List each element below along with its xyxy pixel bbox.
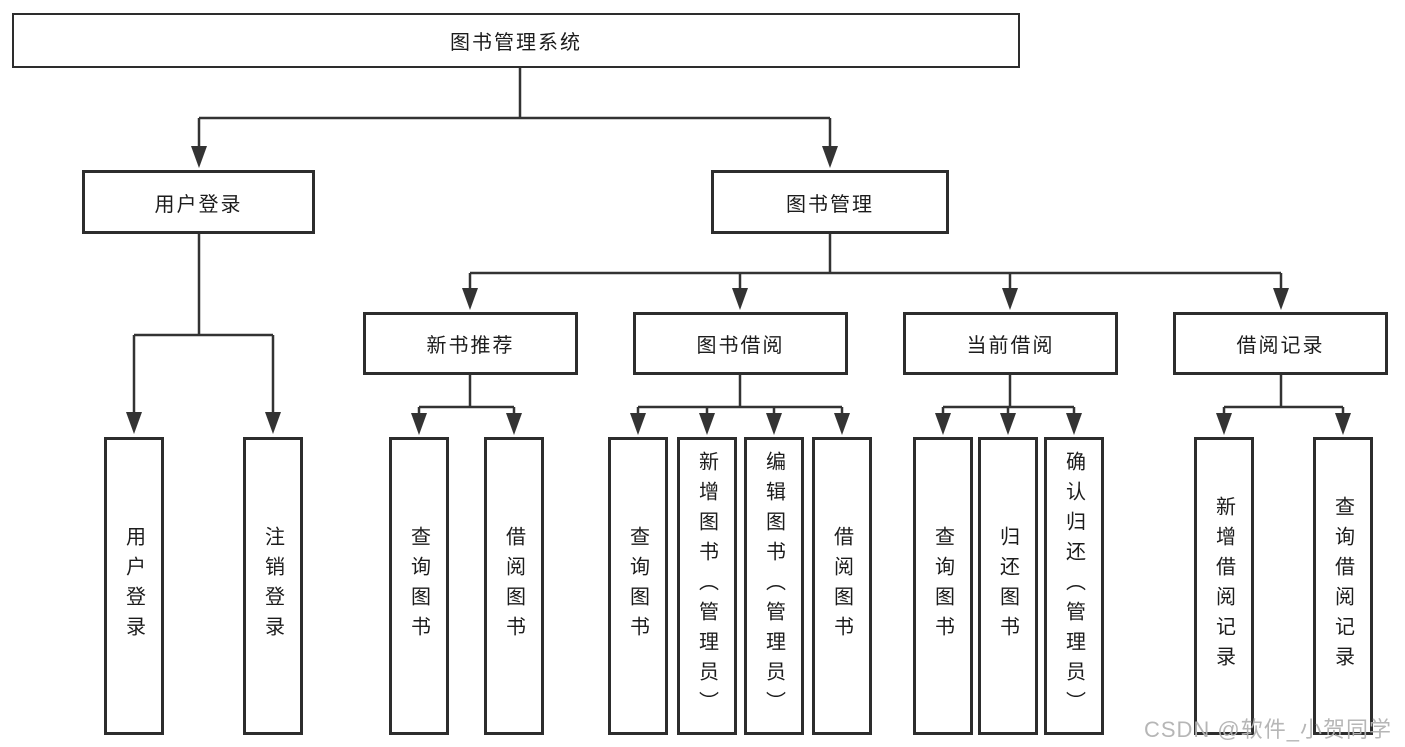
- leaf-label: 编辑图书（管理员）: [762, 451, 785, 721]
- node-root-system: 图书管理系统: [12, 13, 1020, 68]
- node-borrowing-records: 借阅记录: [1173, 312, 1388, 375]
- leaf-label: 归还图书: [996, 526, 1019, 646]
- leaf-borrowing-add-book-admin: 新增图书（管理员）: [677, 437, 737, 735]
- leaf-newbook-query-book: 查询图书: [389, 437, 449, 735]
- leaf-label: 查询图书: [931, 526, 954, 646]
- arrowhead-icon: [1335, 413, 1351, 435]
- arrowhead-icon: [766, 413, 782, 435]
- arrowhead-icon: [191, 146, 207, 168]
- leaf-label: 新增借阅记录: [1212, 496, 1235, 676]
- leaf-user-login: 用户登录: [104, 437, 164, 735]
- leaf-borrowing-edit-book-admin: 编辑图书（管理员）: [744, 437, 804, 735]
- arrowhead-icon: [732, 288, 748, 310]
- arrowhead-icon: [1273, 288, 1289, 310]
- leaf-borrowing-borrow-book: 借阅图书: [812, 437, 872, 735]
- leaf-current-query-book: 查询图书: [913, 437, 973, 735]
- leaf-logout: 注销登录: [243, 437, 303, 735]
- arrowhead-icon: [822, 146, 838, 168]
- leaf-label: 借阅图书: [830, 526, 853, 646]
- connector-userlogin-to-leaves: [132, 234, 275, 414]
- leaf-label: 注销登录: [261, 526, 284, 646]
- arrowhead-icon: [265, 412, 281, 434]
- node-book-borrowing: 图书借阅: [633, 312, 848, 375]
- arrowhead-icon: [411, 413, 427, 435]
- leaf-label: 确认归还（管理员）: [1062, 451, 1085, 721]
- leaf-label: 新增图书（管理员）: [695, 451, 718, 721]
- leaf-borrowing-query-book: 查询图书: [608, 437, 668, 735]
- arrowhead-icon: [834, 413, 850, 435]
- node-current-borrowing: 当前借阅: [903, 312, 1118, 375]
- connector-newbook-to-leaves: [417, 375, 516, 416]
- arrowhead-icon: [630, 413, 646, 435]
- leaf-newbook-borrow-book: 借阅图书: [484, 437, 544, 735]
- leaf-records-query-record: 查询借阅记录: [1313, 437, 1373, 735]
- arrowhead-icon: [462, 288, 478, 310]
- connector-root-to-level2: [197, 68, 832, 150]
- csdn-watermark: CSDN @软件_小贺同学: [1143, 717, 1392, 742]
- arrowhead-icon: [1066, 413, 1082, 435]
- arrowhead-icon: [1002, 288, 1018, 310]
- connector-borrowing-to-leaves: [636, 375, 844, 416]
- leaf-records-add-record: 新增借阅记录: [1194, 437, 1254, 735]
- leaf-label: 查询借阅记录: [1331, 496, 1354, 676]
- arrowhead-icon: [506, 413, 522, 435]
- node-user-login: 用户登录: [82, 170, 315, 234]
- leaf-current-confirm-return-admin: 确认归还（管理员）: [1044, 437, 1104, 735]
- leaf-label: 用户登录: [122, 526, 145, 646]
- node-new-book-recommend: 新书推荐: [363, 312, 578, 375]
- arrowhead-icon: [699, 413, 715, 435]
- arrowhead-icon: [1000, 413, 1016, 435]
- leaf-current-return-book: 归还图书: [978, 437, 1038, 735]
- leaf-label: 查询图书: [626, 526, 649, 646]
- arrowhead-icon: [935, 413, 951, 435]
- connector-records-to-leaves: [1222, 375, 1345, 416]
- node-book-management: 图书管理: [711, 170, 949, 234]
- arrowhead-icon: [126, 412, 142, 434]
- arrowhead-icon: [1216, 413, 1232, 435]
- leaf-label: 借阅图书: [502, 526, 525, 646]
- connector-current-to-leaves: [941, 375, 1076, 416]
- connector-bookmgmt-to-level3: [468, 234, 1283, 291]
- leaf-label: 查询图书: [407, 526, 430, 646]
